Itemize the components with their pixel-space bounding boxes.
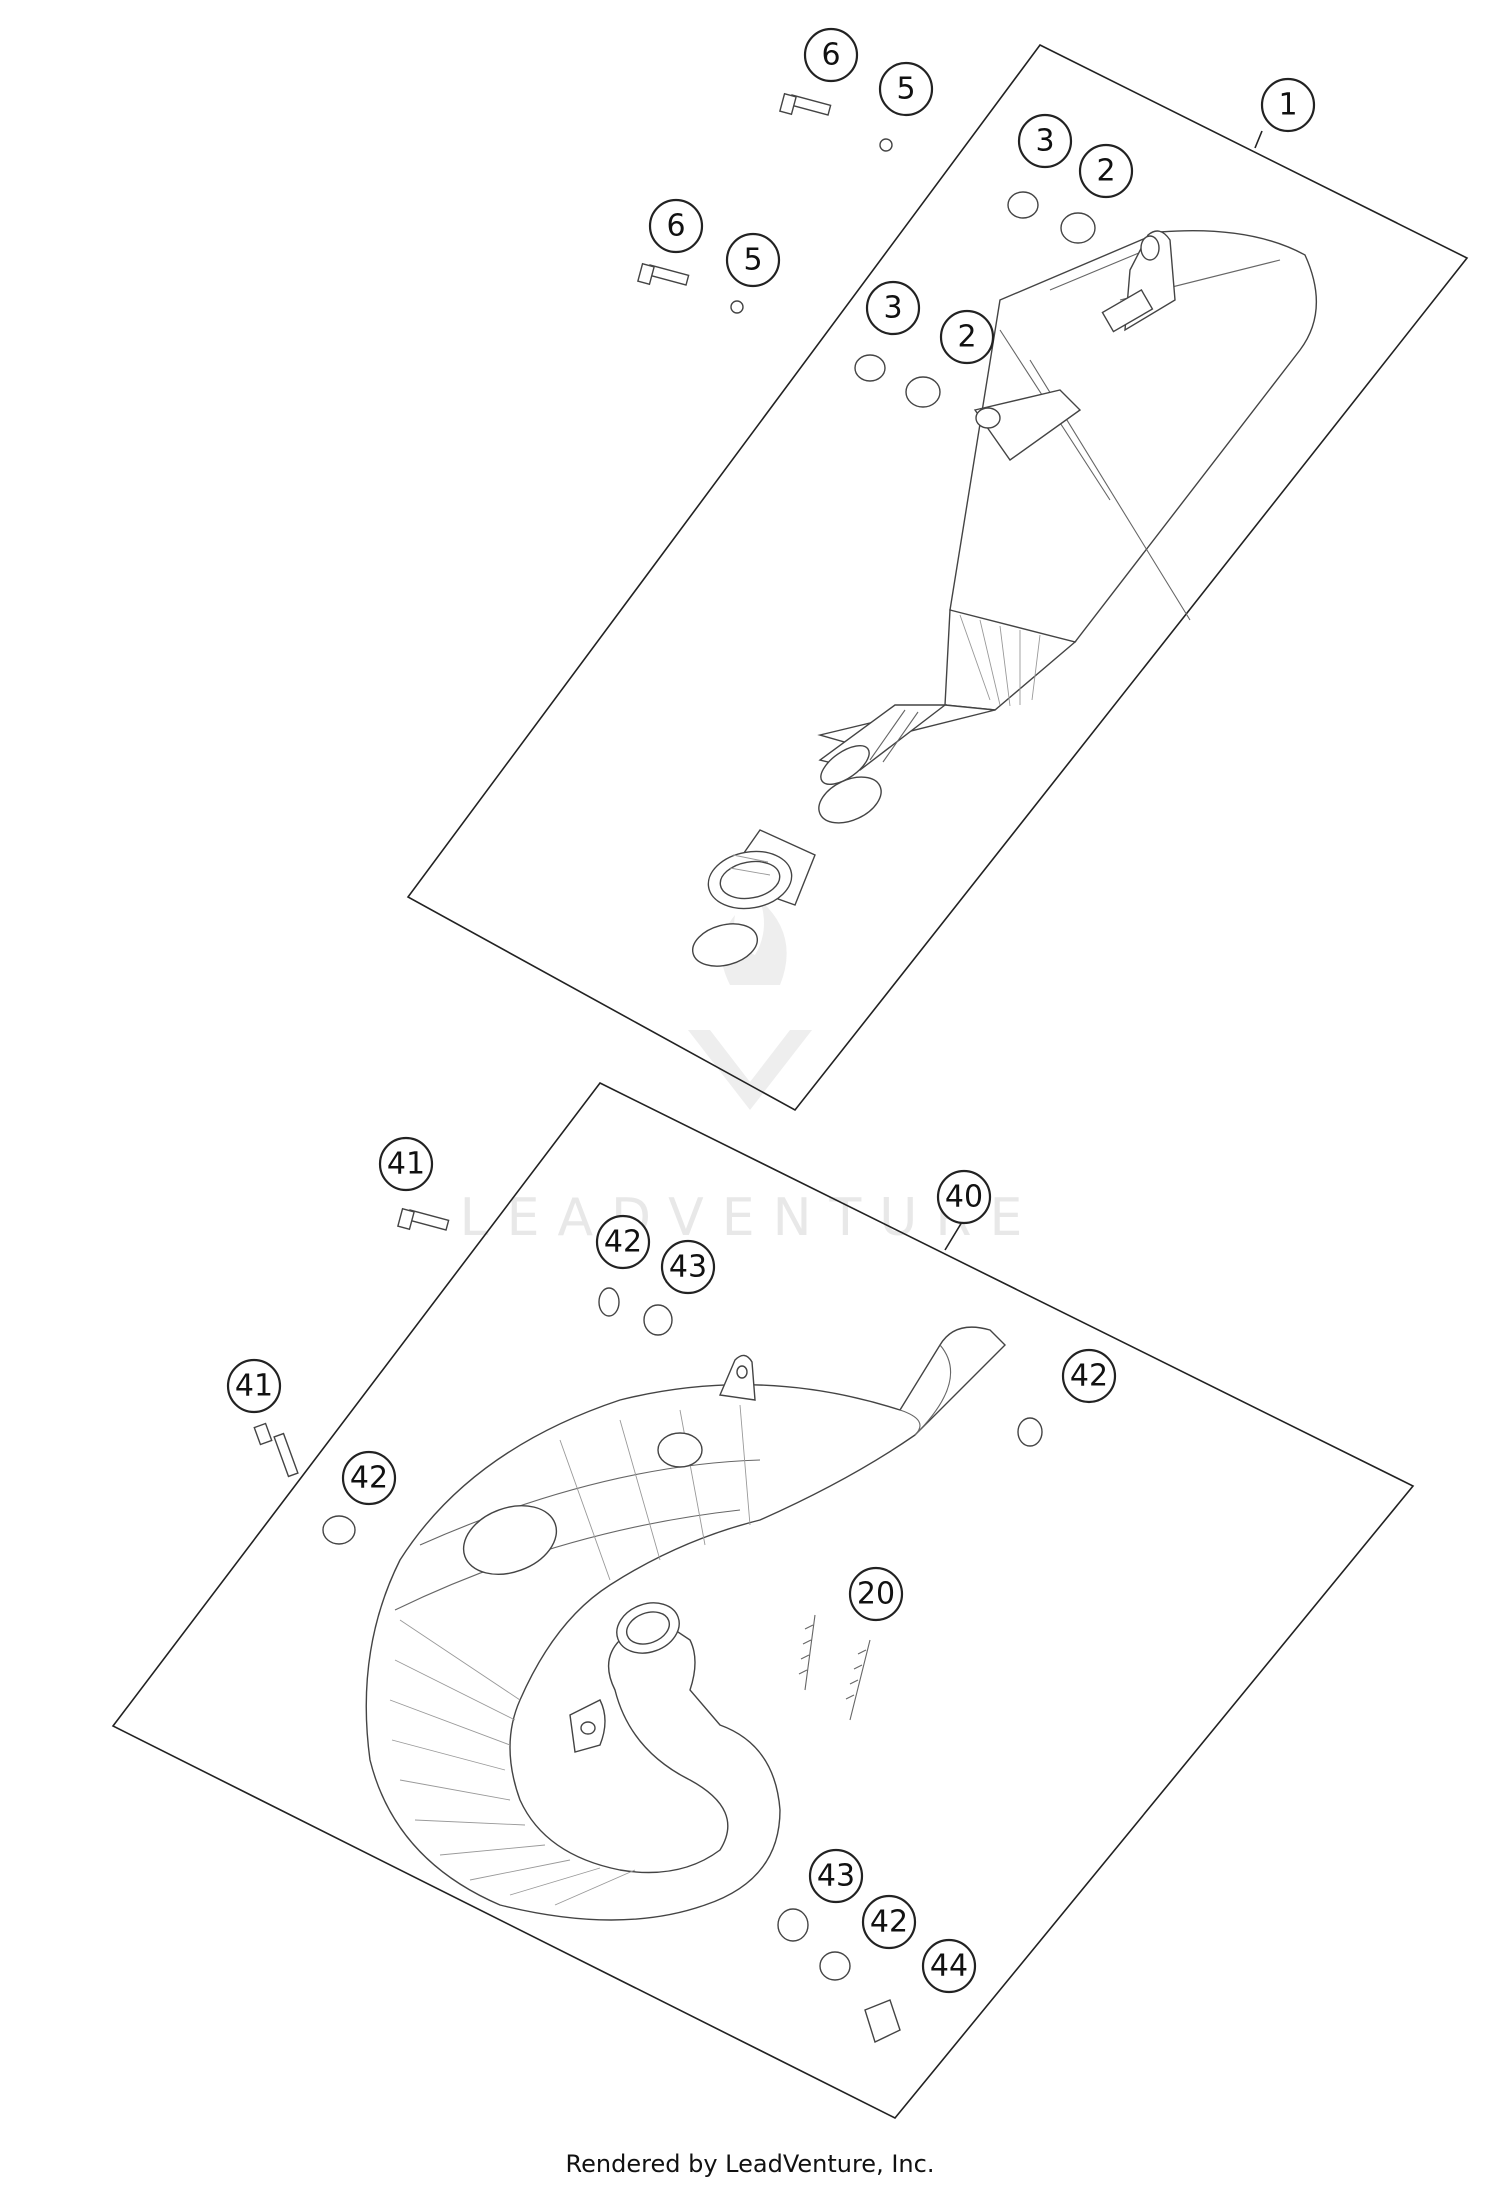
callout-44: 44 (921, 1938, 977, 1994)
leader-1 (1254, 130, 1263, 149)
callout-3b: 3 (865, 280, 921, 336)
callout-6a: 6 (803, 27, 859, 83)
grommet-2b (905, 376, 941, 408)
callout-5a: 5 (878, 61, 934, 117)
callout-label: 42 (350, 1461, 388, 1496)
callout-43a: 43 (660, 1239, 716, 1295)
washer-42a (598, 1287, 620, 1317)
leadventure-watermark: LEADVENTURE (460, 900, 1041, 1248)
washer-5b (730, 300, 744, 314)
callout-43b: 43 (808, 1848, 864, 1904)
callout-42d: 42 (861, 1894, 917, 1950)
grommet-2a (1060, 212, 1096, 244)
grommet-43b (777, 1908, 809, 1942)
callout-label: 2 (957, 320, 976, 355)
callout-label: 3 (1035, 124, 1054, 159)
silencer-assembly-frame (406, 43, 1469, 1112)
callout-label: 43 (817, 1859, 855, 1894)
callout-5b: 5 (725, 232, 781, 288)
leader-40 (944, 1221, 963, 1251)
callout-41a: 41 (378, 1136, 434, 1192)
callout-2a: 2 (1078, 143, 1134, 199)
callout-label: 41 (235, 1369, 273, 1404)
callout-label: 5 (896, 72, 915, 107)
callout-40: 40 (936, 1169, 992, 1225)
bolt-6b (637, 262, 690, 286)
washer-3a (1007, 191, 1039, 219)
washer-3b (854, 354, 886, 382)
callout-6b: 6 (648, 198, 704, 254)
callout-42a: 42 (595, 1214, 651, 1270)
callout-20: 20 (848, 1566, 904, 1622)
callout-label: 20 (857, 1577, 895, 1612)
callout-label: 2 (1096, 154, 1115, 189)
callout-label: 42 (1070, 1359, 1108, 1394)
washer-42d (819, 1951, 851, 1981)
clip-44 (864, 1999, 901, 2043)
callout-42c: 42 (341, 1450, 397, 1506)
washer-42c (322, 1515, 356, 1545)
callout-41b: 41 (226, 1358, 282, 1414)
callout-label: 44 (930, 1949, 968, 1984)
callout-label: 42 (870, 1905, 908, 1940)
callout-1: 1 (1260, 77, 1316, 133)
footer-credit: Rendered by LeadVenture, Inc. (565, 2150, 935, 2178)
bolt-6a (779, 92, 832, 116)
washer-42b (1017, 1417, 1043, 1447)
callout-2b: 2 (939, 309, 995, 365)
callout-label: 6 (821, 38, 840, 73)
grommet-43a (643, 1304, 673, 1336)
callout-3a: 3 (1017, 113, 1073, 169)
silencer-part (692, 230, 1318, 967)
bolt-41a (397, 1207, 450, 1231)
watermark-text: LEADVENTURE (460, 1188, 1041, 1248)
callout-42b: 42 (1061, 1348, 1117, 1404)
washer-5a (879, 138, 893, 152)
exhaust-assembly-frame (111, 1081, 1415, 2120)
callout-label: 42 (604, 1225, 642, 1260)
callout-label: 43 (669, 1250, 707, 1285)
callout-label: 41 (387, 1147, 425, 1182)
callout-label: 6 (666, 209, 685, 244)
callout-label: 40 (945, 1180, 983, 1215)
callout-label: 3 (883, 291, 902, 326)
bolt-41b (253, 1422, 299, 1478)
spring-20 (798, 1614, 871, 1721)
exhaust-pipe-part (365, 1326, 1006, 1921)
callout-label: 5 (743, 243, 762, 278)
callout-label: 1 (1278, 88, 1297, 123)
